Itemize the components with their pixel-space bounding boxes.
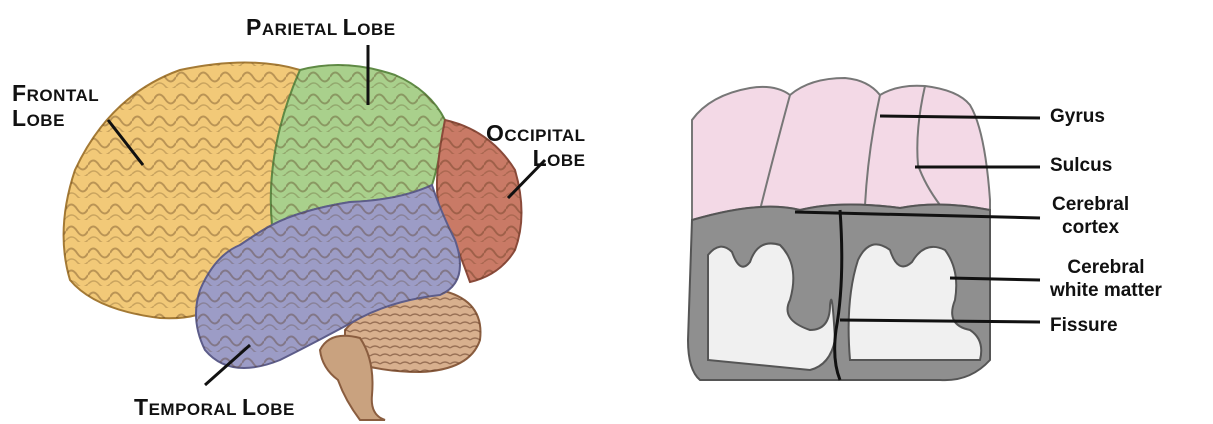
cortex-cross-section-diagram: Gyrus Sulcus Cerebral cortex Cerebral wh… [640,0,1213,424]
white-matter-leader-line [950,278,1040,280]
occipital-lobe-label: OCCIPITAL LOBE [486,122,586,172]
gyrus-label: Gyrus [1050,105,1105,128]
fissure-leader-line [840,320,1040,322]
frontal-lobe-label: FRONTAL LOBE [12,82,99,132]
brain-lobes-diagram: PARIETAL LOBE FRONTAL LOBE OCCIPITAL LOB… [0,0,640,424]
parietal-lobe-label: PARIETAL LOBE [246,16,396,41]
gyri-surface [692,78,990,220]
gyrus-leader-line [880,116,1040,118]
cerebral-cortex-label: Cerebral cortex [1052,193,1129,239]
sulcus-label: Sulcus [1050,154,1112,177]
cerebral-white-matter-label: Cerebral white matter [1050,256,1162,302]
brain-illustration [0,0,640,424]
temporal-lobe-label: TEMPORAL LOBE [134,396,295,421]
fissure-label: Fissure [1050,314,1118,337]
